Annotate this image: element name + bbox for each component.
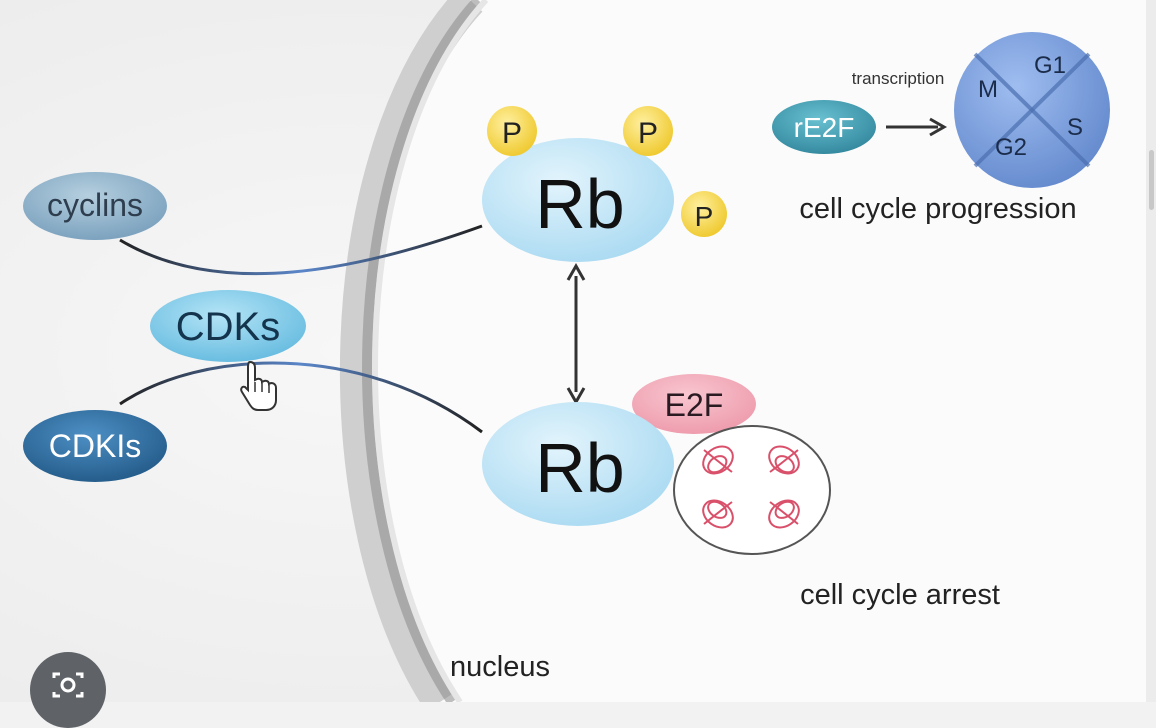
- rb-hypophosphorylated: Rb: [482, 402, 674, 526]
- e2f-label: E2F: [665, 387, 724, 423]
- cdkis-node: CDKIs: [23, 410, 167, 482]
- phosphate-3: P: [681, 191, 727, 237]
- nucleus-membrane-outer: [339, 0, 483, 702]
- google-lens-icon: [52, 672, 84, 698]
- nucleus-membrane-inner: [372, 0, 489, 702]
- scrollbar[interactable]: [1146, 0, 1156, 702]
- re2f-label: rE2F: [794, 112, 855, 143]
- rb-bottom-label: Rb: [535, 429, 624, 507]
- chromatin-icon: [673, 425, 831, 555]
- phase-s-label: S: [1067, 114, 1083, 141]
- phosphate-label: P: [695, 201, 714, 232]
- cdkis-label: CDKIs: [49, 428, 141, 464]
- transcription-arrow-head: [929, 117, 948, 137]
- scrollbar-thumb[interactable]: [1149, 150, 1154, 210]
- phosphate-label: P: [502, 117, 522, 150]
- google-lens-button[interactable]: [30, 652, 106, 728]
- rb-phosphorylated: Rb: [482, 138, 674, 262]
- cdks-node: CDKs: [150, 290, 306, 362]
- phosphate-label: P: [638, 117, 658, 150]
- cell-cycle-progression-label: cell cycle progression: [799, 193, 1076, 225]
- rb-pathway-diagram: cyclins CDKs CDKIs Rb P P P rE2F transcr…: [0, 0, 1156, 702]
- phosphate-1: P: [487, 106, 537, 156]
- cyclin-rb-link: [119, 224, 483, 276]
- nucleus-membrane-shadow: [362, 0, 482, 702]
- cyclins-node: cyclins: [23, 172, 167, 240]
- cyclins-label: cyclins: [47, 187, 143, 223]
- cdks-label: CDKs: [176, 305, 280, 349]
- cell-cycle-arrest-label: cell cycle arrest: [800, 579, 1000, 611]
- rb-top-label: Rb: [535, 165, 624, 243]
- re2f-node: rE2F: [772, 100, 876, 154]
- rb-arrow-down-head: [566, 387, 586, 406]
- e2f-node: E2F: [632, 374, 756, 434]
- cell-cycle-wheel: G1 M S G2: [954, 32, 1110, 188]
- hand-pointer-icon: [240, 360, 277, 411]
- phase-g1-label: G1: [1034, 52, 1066, 79]
- phosphate-2: P: [623, 106, 673, 156]
- nucleus-label: nucleus: [450, 651, 550, 683]
- rb-arrow-up-head: [566, 262, 586, 281]
- cdki-rb-link: [119, 361, 483, 434]
- transcription-label: transcription: [852, 69, 945, 88]
- phase-m-label: M: [978, 76, 998, 103]
- phase-g2-label: G2: [995, 134, 1027, 161]
